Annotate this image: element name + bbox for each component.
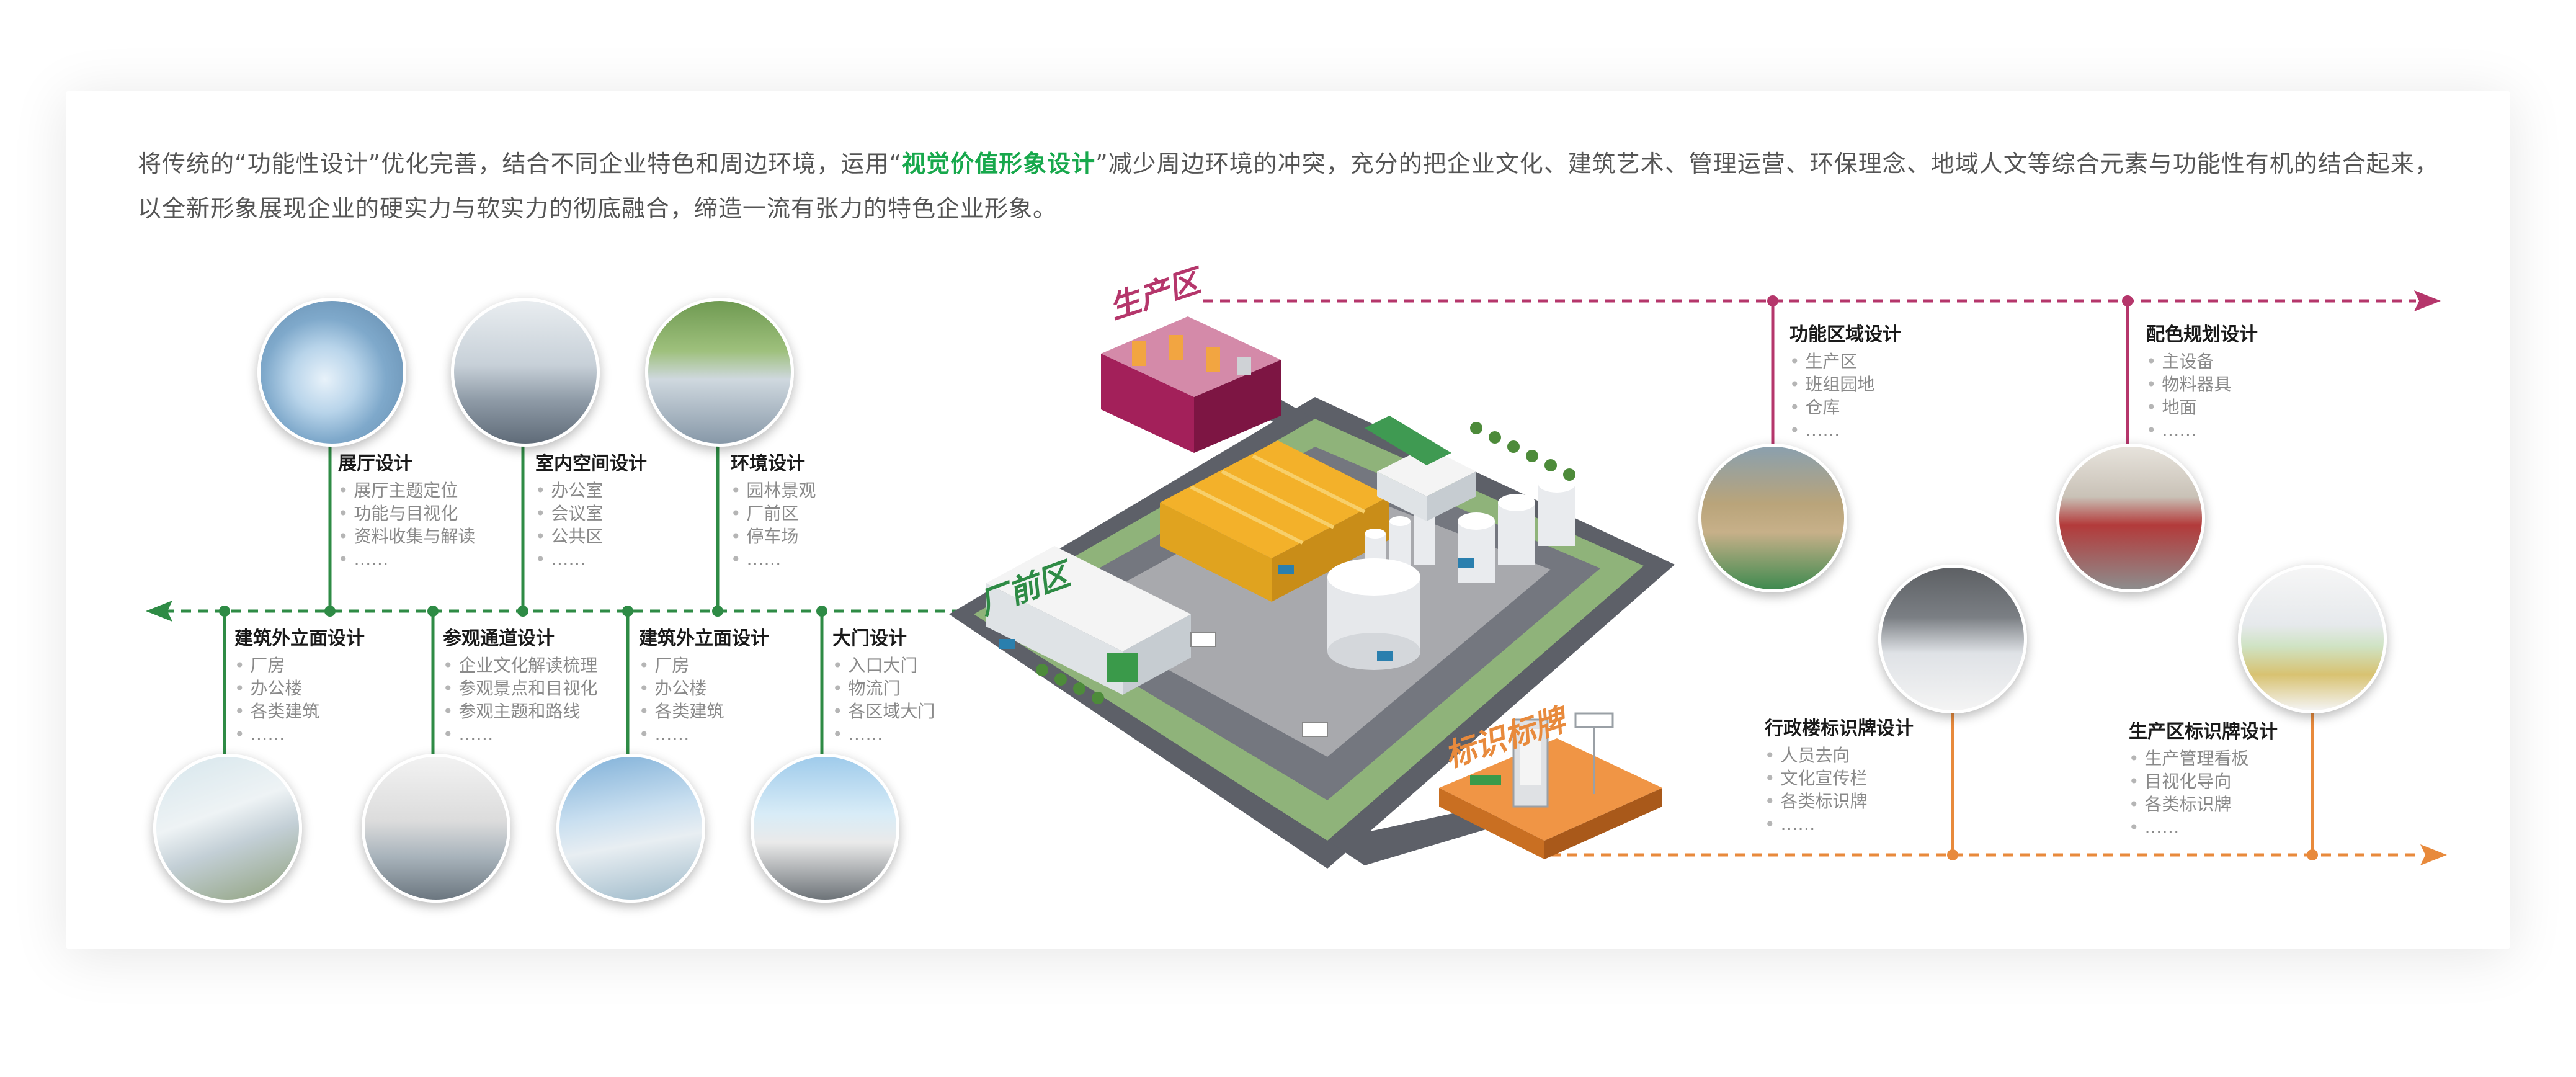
item-point: …… — [832, 723, 935, 746]
photo-admin-signage — [1878, 565, 2027, 713]
item-point: …… — [535, 548, 647, 571]
item-point: 生产区 — [1789, 350, 1901, 373]
photo-building-facade-2 — [556, 754, 705, 903]
item-point: 资料收集与解读 — [338, 525, 475, 548]
photo-gate — [751, 754, 899, 903]
intro-text-1: 将传统的“功能性设计”优化完善，结合不同企业特色和周边环境，运用“ — [138, 150, 902, 177]
item-point: …… — [234, 723, 365, 746]
item-point: 厂前区 — [731, 502, 816, 525]
item-point: 园林景观 — [731, 479, 816, 502]
item-point: 各区域大门 — [832, 700, 935, 723]
item-point: …… — [731, 548, 816, 571]
item-point: 功能与目视化 — [338, 502, 475, 525]
top-item-2: 室内空间设计 办公室 会议室 公共区 …… — [535, 452, 647, 571]
item-title: 展厅设计 — [338, 453, 412, 475]
item-title: 配色规划设计 — [2146, 324, 2258, 346]
item-point: …… — [443, 723, 597, 746]
production-zone-illustration — [1101, 316, 1281, 453]
signage-item-2: 生产区标识牌设计 生产管理看板 目视化导向 各类标识牌 …… — [2129, 720, 2278, 839]
item-point: …… — [1789, 419, 1901, 442]
bottom-item-1: 建筑外立面设计 厂房 办公楼 各类建筑 …… — [234, 627, 365, 746]
item-point: 仓库 — [1789, 396, 1901, 419]
item-point: 文化宣传栏 — [1765, 767, 1914, 790]
item-title: 大门设计 — [832, 628, 907, 650]
item-point: 物流门 — [832, 677, 935, 700]
item-point: …… — [2146, 419, 2258, 442]
item-point: 参观主题和路线 — [443, 700, 597, 723]
item-point: 办公室 — [535, 479, 647, 502]
bottom-item-4: 大门设计 入口大门 物流门 各区域大门 …… — [832, 627, 935, 746]
item-point: 主设备 — [2146, 350, 2258, 373]
photo-functional-area — [1698, 444, 1847, 592]
intro-text-2: ”减少周边环境的冲突，充分的把企业文化、建筑艺术、管理运营、环保理念、地域人文等… — [138, 150, 2439, 222]
factory-illustration — [949, 391, 1675, 869]
item-point: 企业文化解读梳理 — [443, 654, 597, 677]
item-point: 厂房 — [639, 654, 769, 677]
item-point: 各类标识牌 — [1765, 790, 1914, 813]
item-point: 参观景点和目视化 — [443, 677, 597, 700]
intro-paragraph: 将传统的“功能性设计”优化完善，结合不同企业特色和周边环境，运用“视觉价值形象设… — [138, 141, 2458, 231]
top-item-3: 环境设计 园林景观 厂前区 停车场 …… — [731, 452, 816, 571]
item-point: 地面 — [2146, 396, 2258, 419]
item-point: …… — [2129, 816, 2278, 839]
item-point: 人员去向 — [1765, 744, 1914, 767]
item-point: 各类建筑 — [234, 700, 365, 723]
item-point: 厂房 — [234, 654, 365, 677]
item-point: …… — [1765, 813, 1914, 836]
signage-illustration — [1439, 712, 1662, 859]
item-point: …… — [338, 548, 475, 571]
item-title: 生产区标识牌设计 — [2129, 721, 2278, 743]
signage-item-1: 行政楼标识牌设计 人员去向 文化宣传栏 各类标识牌 …… — [1765, 717, 1914, 836]
production-item-2: 配色规划设计 主设备 物料器具 地面 …… — [2146, 323, 2258, 442]
item-title: 行政楼标识牌设计 — [1765, 718, 1914, 740]
photo-environment — [645, 298, 794, 447]
item-point: 停车场 — [731, 525, 816, 548]
item-point: 入口大门 — [832, 654, 935, 677]
bottom-item-3: 建筑外立面设计 厂房 办公楼 各类建筑 …… — [639, 627, 769, 746]
item-title: 参观通道设计 — [443, 628, 555, 650]
photo-building-facade-1 — [153, 754, 302, 903]
photo-exhibition-hall — [257, 298, 406, 447]
item-point: …… — [639, 723, 769, 746]
top-item-1: 展厅设计 展厅主题定位 功能与目视化 资料收集与解读 …… — [338, 452, 475, 571]
item-point: 各类建筑 — [639, 700, 769, 723]
item-title: 环境设计 — [731, 453, 805, 475]
item-title: 建筑外立面设计 — [234, 628, 365, 650]
production-item-1: 功能区域设计 生产区 班组园地 仓库 …… — [1789, 323, 1901, 442]
item-point: 生产管理看板 — [2129, 747, 2278, 770]
photo-visit-route — [362, 754, 510, 903]
intro-highlight: 视觉价值形象设计 — [902, 150, 1096, 177]
item-point: 班组园地 — [1789, 373, 1901, 396]
item-point: 各类标识牌 — [2129, 793, 2278, 816]
item-point: 办公楼 — [234, 677, 365, 700]
item-title: 功能区域设计 — [1789, 324, 1901, 346]
item-title: 室内空间设计 — [535, 453, 647, 475]
photo-interior-space — [451, 298, 600, 447]
photo-color-planning — [2056, 444, 2205, 592]
item-point: 物料器具 — [2146, 373, 2258, 396]
item-point: 目视化导向 — [2129, 770, 2278, 793]
item-point: 展厅主题定位 — [338, 479, 475, 502]
photo-production-signage — [2238, 565, 2387, 713]
item-point: 会议室 — [535, 502, 647, 525]
item-title: 建筑外立面设计 — [639, 628, 769, 650]
item-point: 办公楼 — [639, 677, 769, 700]
bottom-item-2: 参观通道设计 企业文化解读梳理 参观景点和目视化 参观主题和路线 …… — [443, 627, 597, 746]
item-point: 公共区 — [535, 525, 647, 548]
